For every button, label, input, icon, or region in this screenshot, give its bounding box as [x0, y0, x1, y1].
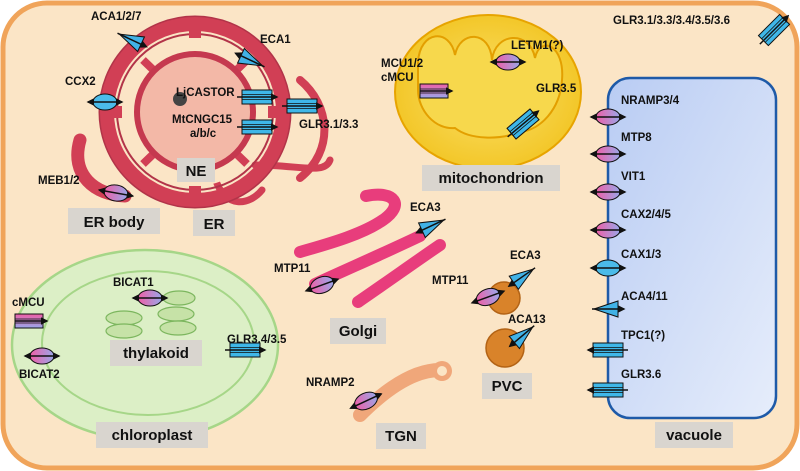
label-mtcngc15-line2: a/b/c: [190, 128, 217, 140]
label-vacuole-8: GLR3.6: [621, 369, 661, 381]
label-er-body: ER body: [84, 214, 145, 231]
glr31-33-channel: [282, 99, 322, 113]
label-cmcu-chloro: cMCU: [12, 297, 45, 309]
label-mcu12-line2: cMCU: [381, 72, 414, 84]
vacuole-channel-tpc1: [588, 343, 628, 357]
label-tgn: TGN: [385, 428, 417, 445]
label-mcu12-line1: MCU1/2: [381, 58, 423, 70]
label-vacuole-7: TPC1(?): [621, 330, 665, 342]
label-bicat1: BICAT1: [113, 277, 154, 289]
label-thylakoid: thylakoid: [123, 345, 189, 362]
label-nramp2: NRAMP2: [306, 377, 355, 389]
label-ccx2: CCX2: [65, 76, 96, 88]
label-chloroplast: chloroplast: [112, 427, 193, 444]
label-vacuole-6: ACA4/11: [621, 291, 668, 303]
label-er: ER: [204, 216, 225, 233]
mcu-channel: [420, 84, 452, 98]
vacuole: [606, 76, 778, 420]
label-aca13: ACA13: [508, 314, 546, 326]
label-mtp11-pvc: MTP11: [432, 275, 469, 287]
label-vacuole: vacuole: [666, 427, 722, 444]
label-glr34-35: GLR3.4/3.5: [227, 334, 287, 346]
label-glr35: GLR3.5: [536, 83, 577, 95]
label-ne: NE: [186, 163, 207, 180]
nuclear-envelope: [134, 51, 256, 173]
label-glr31-33: GLR3.1/3.3: [299, 119, 358, 131]
label-vacuole-4: CAX2/4/5: [621, 209, 671, 221]
ljcastor-channel: [237, 90, 277, 104]
label-mtcngc15-line1: MtCNGC15: [172, 114, 233, 126]
label-eca1: ECA1: [260, 34, 291, 46]
label-mitochondrion: mitochondrion: [439, 170, 544, 187]
label-vacuole-3: VIT1: [621, 171, 646, 183]
label-golgi: Golgi: [339, 323, 377, 340]
label-ljcastor: LjCASTOR: [176, 87, 235, 99]
cmcu-chloro-channel: [15, 314, 47, 328]
label-meb12: MEB1/2: [38, 175, 80, 187]
label-bicat2: BICAT2: [19, 369, 60, 381]
label-mtp11-golgi: MTP11: [274, 263, 311, 275]
label-letm1: LETM1(?): [511, 40, 564, 52]
label-pvc: PVC: [492, 378, 523, 395]
label-eca3-golgi: ECA3: [410, 202, 441, 214]
label-aca127: ACA1/2/7: [91, 11, 142, 23]
label-vacuole-5: CAX1/3: [621, 249, 661, 261]
label-vacuole-2: MTP8: [621, 132, 652, 144]
label-vacuole-1: NRAMP3/4: [621, 95, 680, 107]
vacuole-channel-glr36: [588, 383, 628, 397]
label-glr-plasma-membrane: GLR3.1/3.3/3.4/3.5/3.6: [613, 15, 730, 27]
label-eca3-pvc: ECA3: [510, 250, 541, 262]
nucleolus: [173, 92, 187, 106]
mtcngc15-channel: [237, 120, 277, 134]
